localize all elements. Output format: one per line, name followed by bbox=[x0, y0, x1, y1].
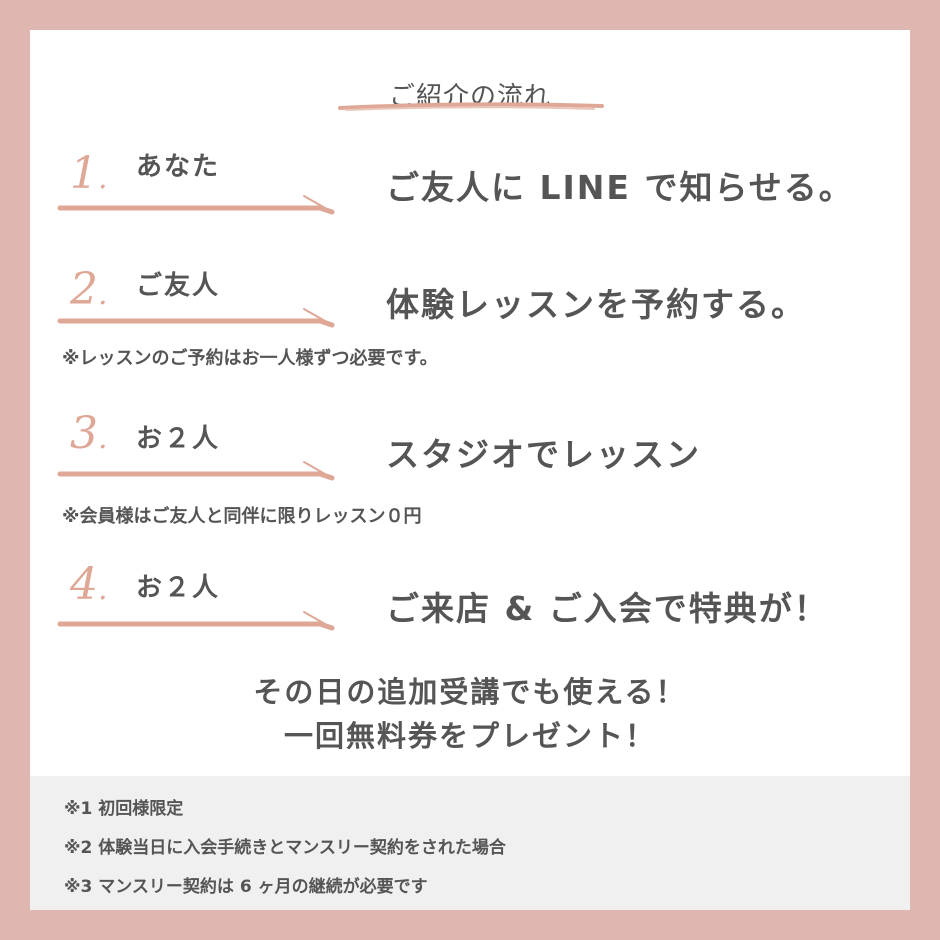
present-line-2: 一回無料券をプレゼント！ bbox=[283, 719, 656, 753]
present-line-1: その日の追加受講でも使える！ bbox=[253, 675, 687, 709]
step-4-action: ご来店 & ご入会で特典が！ bbox=[386, 589, 829, 628]
footnote-2: ※2 体験当日に入会手続きとマンスリー契約をされた場合 bbox=[64, 838, 506, 858]
step-3-brush-stroke bbox=[57, 461, 335, 481]
step-4-brush-stroke bbox=[57, 611, 335, 631]
footnote-3: ※3 マンスリー契約は 6 ヶ月の継続が必要です bbox=[64, 877, 428, 897]
step-1-actor: あなた bbox=[136, 152, 221, 182]
step-2-number: 2. bbox=[70, 264, 108, 315]
step-3-note: ※会員様はご友人と同伴に限りレッスン０円 bbox=[62, 506, 422, 527]
title-brush-stroke bbox=[338, 102, 604, 111]
step-1-action: ご友人に LINE で知らせる。 bbox=[386, 168, 854, 207]
step-1-number: 1. bbox=[70, 148, 108, 199]
step-4-number: 4. bbox=[70, 559, 108, 610]
footnotes-panel: ※1 初回様限定 ※2 体験当日に入会手続きとマンスリー契約をされた場合 ※3 … bbox=[30, 776, 910, 910]
step-4-actor: お２人 bbox=[136, 573, 221, 603]
step-1-brush-stroke bbox=[57, 195, 335, 215]
present-message: その日の追加受講でも使える！ 一回無料券をプレゼント！ bbox=[30, 670, 910, 758]
step-2-brush-stroke bbox=[57, 308, 335, 328]
step-2-action: 体験レッスンを予約する。 bbox=[386, 285, 806, 324]
card: ご紹介の流れ 1. あなた ご友人に LINE で知らせる。 2. ご友人 体験… bbox=[30, 30, 910, 910]
step-2-actor: ご友人 bbox=[136, 271, 221, 301]
step-3-action: スタジオでレッスン bbox=[386, 435, 701, 474]
step-3-number: 3. bbox=[70, 408, 108, 459]
footnote-1: ※1 初回様限定 bbox=[64, 799, 184, 819]
step-3-actor: お２人 bbox=[136, 424, 221, 454]
step-2-note: ※レッスンのご予約はお一人様ずつ必要です。 bbox=[62, 348, 438, 369]
